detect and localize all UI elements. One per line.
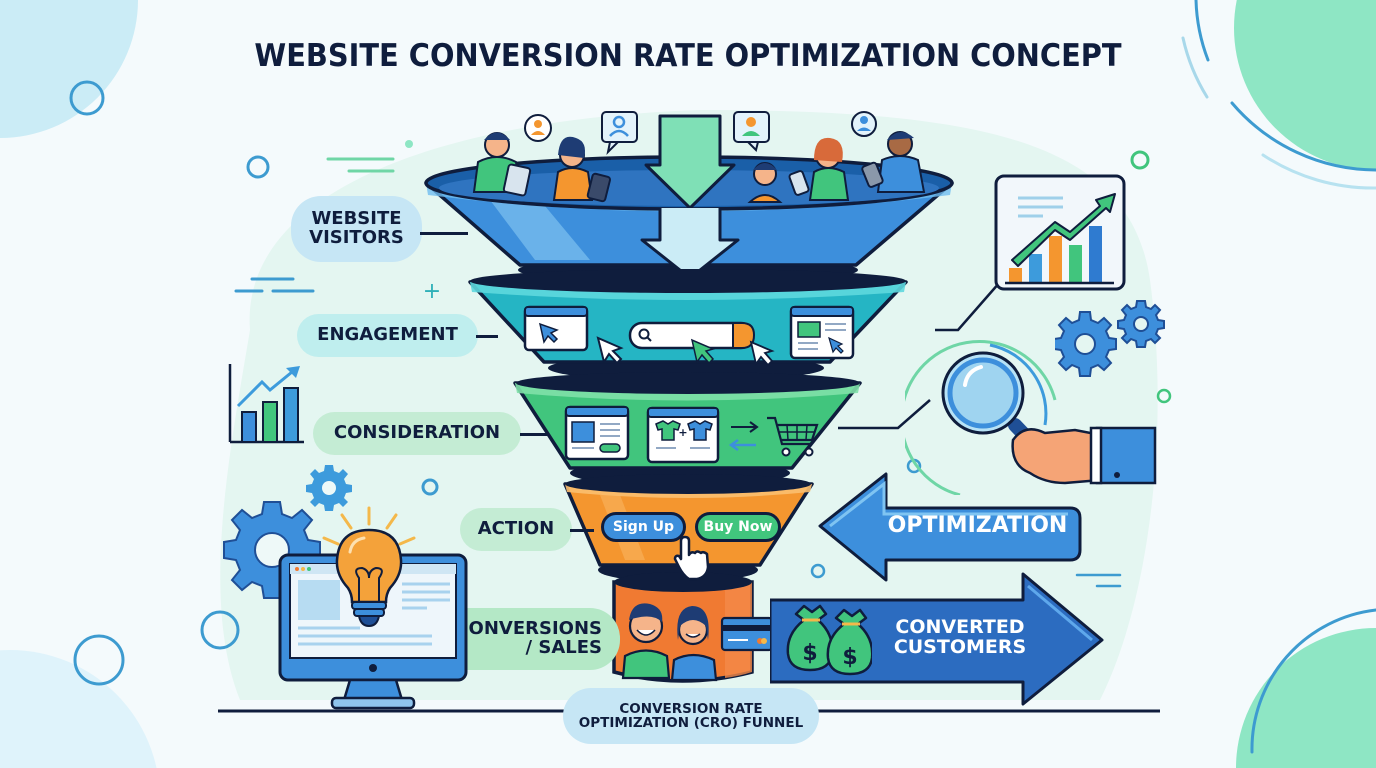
user-avatar-bubbles (524, 111, 877, 156)
label-line: / SALES (525, 637, 602, 658)
leader-line (520, 433, 548, 436)
label-line: CONVERSIONS (455, 618, 602, 640)
leader-line (570, 529, 594, 532)
leader-line (420, 232, 468, 235)
leader-line (476, 335, 498, 338)
label-engagement: ENGAGEMENT (297, 314, 478, 357)
cro-funnel: + (424, 111, 954, 683)
label-line: WEBSITE (311, 208, 402, 230)
optimization-label: OPTIMIZATION (887, 513, 1068, 538)
label-consideration: CONSIDERATION (313, 412, 521, 455)
funnel-stage-consideration: + (513, 372, 862, 486)
label-action: ACTION (460, 508, 572, 551)
converted-customers-label: CONVERTED CUSTOMERS (875, 616, 1045, 658)
money-bags-icon: $ $ (786, 604, 872, 676)
label-line: CONVERTED (895, 616, 1025, 638)
svg-text:+: + (678, 426, 687, 439)
caption-line: OPTIMIZATION (CRO) FUNNEL (578, 715, 804, 731)
funnel-stage-conversions (612, 572, 774, 683)
caption-line: CONVERSION RATE (619, 700, 763, 717)
optimization-arrow (818, 472, 1082, 582)
sign-up-button[interactable]: Sign Up (601, 512, 686, 542)
hand-cursor-icon (673, 535, 710, 581)
svg-text:$: $ (802, 641, 817, 666)
svg-text:$: $ (842, 645, 857, 670)
small-growth-chart-icon (228, 364, 304, 444)
svg-text:+: + (423, 279, 441, 304)
small-gear-icon (306, 465, 352, 511)
label-line: VISITORS (309, 227, 404, 248)
settings-gears-icon (1055, 300, 1165, 377)
funnel-flow-arrow-icon (640, 114, 740, 280)
growth-chart-icon (994, 174, 1126, 291)
lightbulb-icon (322, 506, 416, 628)
magnifier-hand-icon (905, 339, 1157, 495)
page-title: WEBSITE CONVERSION RATE OPTIMIZATION CON… (254, 38, 1122, 74)
funnel-stage-action (563, 474, 814, 582)
idea-monitor-illustration (223, 465, 468, 710)
buy-now-button[interactable]: Buy Now (695, 512, 781, 542)
website-visitors-people (472, 131, 926, 203)
label-line: CUSTOMERS (893, 635, 1027, 658)
